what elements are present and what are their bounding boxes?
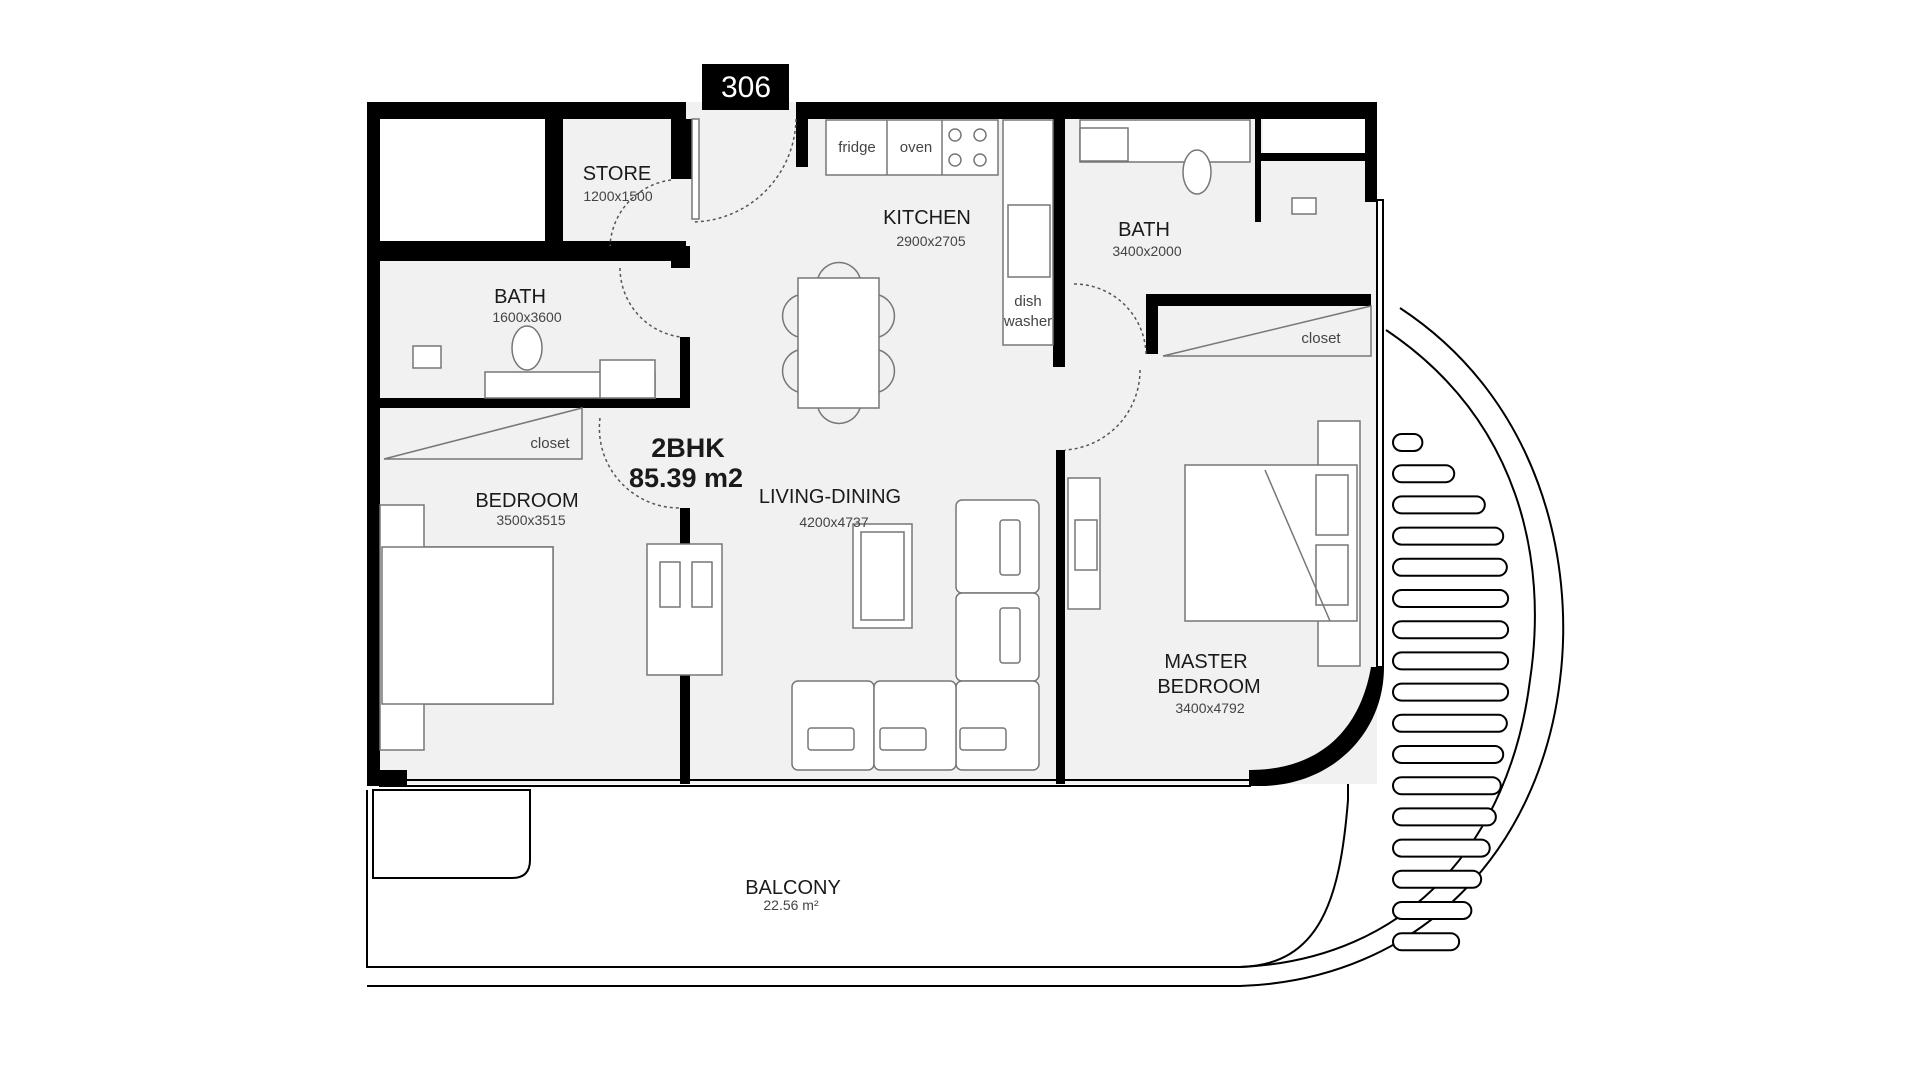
sun-lounger bbox=[1392, 838, 1491, 858]
living-size: 4200x4737 bbox=[799, 514, 869, 530]
kitchen-size: 2900x2705 bbox=[896, 233, 966, 249]
sun-lounger bbox=[1392, 807, 1497, 827]
closet-label-bedroom: closet bbox=[530, 435, 570, 452]
unit-tag bbox=[702, 64, 789, 110]
sun-lounger bbox=[1392, 901, 1473, 920]
shaft bbox=[380, 119, 545, 241]
sun-lounger bbox=[1392, 651, 1510, 671]
sun-lounger bbox=[1392, 433, 1424, 452]
closet-label-master: closet bbox=[1301, 330, 1341, 347]
unit-area: 85.39 m2 bbox=[629, 463, 743, 493]
master-size: 3400x4792 bbox=[1175, 700, 1245, 716]
balcony bbox=[366, 307, 1565, 987]
sun-lounger bbox=[1392, 745, 1505, 764]
sun-lounger bbox=[1392, 464, 1456, 484]
doors bbox=[598, 118, 1147, 509]
sun-loungers bbox=[1392, 433, 1510, 952]
dishwasher-label-2: washer bbox=[1003, 313, 1052, 330]
furniture bbox=[379, 119, 1372, 771]
kitchen-label: KITCHEN bbox=[883, 207, 971, 229]
walls bbox=[367, 102, 1384, 787]
sun-lounger bbox=[1392, 682, 1510, 702]
master-label-2: BEDROOM bbox=[1157, 676, 1260, 698]
store-label: STORE bbox=[583, 163, 652, 185]
bedroom-size: 3500x3515 bbox=[496, 512, 566, 528]
bath2-label: BATH bbox=[1118, 219, 1170, 241]
unit-type: 2BHK bbox=[651, 433, 725, 463]
bath1-label: BATH bbox=[494, 286, 546, 308]
sun-lounger bbox=[1392, 869, 1483, 889]
bath1-size: 1600x3600 bbox=[492, 309, 562, 325]
sun-lounger bbox=[1392, 620, 1510, 640]
dishwasher-label-1: dish bbox=[1014, 293, 1042, 310]
bedroom-label: BEDROOM bbox=[475, 490, 578, 512]
balcony-label: BALCONY bbox=[745, 877, 841, 899]
bath2-size: 3400x2000 bbox=[1112, 243, 1182, 259]
oven-label: oven bbox=[900, 139, 933, 156]
sun-lounger bbox=[1392, 526, 1505, 546]
sun-lounger bbox=[1392, 495, 1486, 515]
shaft-right bbox=[1263, 119, 1371, 159]
sun-lounger bbox=[1392, 557, 1508, 577]
master-label-1: MASTER bbox=[1164, 651, 1247, 673]
living-label: LIVING-DINING bbox=[759, 486, 901, 508]
unit-number: 306 bbox=[721, 71, 771, 104]
sun-lounger bbox=[1392, 776, 1502, 796]
sun-lounger bbox=[1392, 589, 1510, 608]
fridge-label: fridge bbox=[838, 139, 876, 156]
sun-lounger bbox=[1392, 932, 1461, 952]
store-size: 1200x1500 bbox=[583, 188, 653, 204]
balcony-size: 22.56 m² bbox=[763, 897, 819, 913]
sun-lounger bbox=[1392, 713, 1508, 733]
